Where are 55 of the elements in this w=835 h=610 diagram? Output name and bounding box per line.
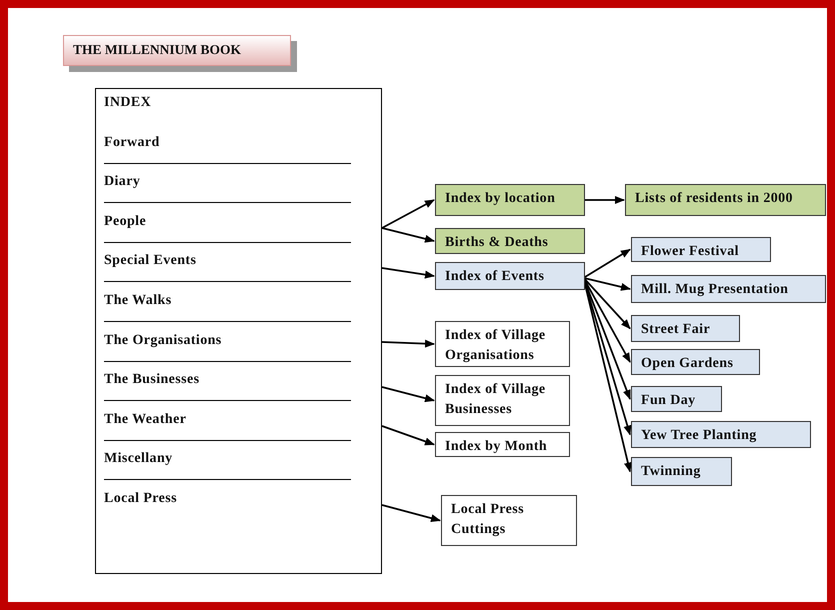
arrow	[382, 267, 435, 279]
index-entry: Special Events	[104, 252, 196, 270]
topic-label: Fun Day	[641, 392, 696, 410]
arrow	[382, 227, 435, 243]
topic-label: Street Fair	[641, 321, 710, 339]
index-entry: The Walks	[104, 292, 172, 310]
topic-box	[631, 315, 740, 342]
topic-box	[631, 386, 722, 412]
index-entry: Forward	[104, 134, 160, 152]
topic-box	[435, 432, 570, 457]
topic-label: Index of Events	[445, 268, 544, 286]
index-entry: People	[104, 212, 146, 231]
arrow	[584, 248, 631, 278]
topic-label: Index by Month	[445, 438, 548, 456]
topic-box	[631, 349, 760, 375]
topic-label: Local Press Cuttings	[451, 501, 525, 539]
arrow	[382, 386, 435, 402]
index-entry: The Weather	[104, 410, 186, 429]
arrow	[584, 280, 631, 363]
arrow	[382, 425, 435, 446]
arrow	[585, 196, 625, 204]
arrow	[584, 277, 631, 291]
topic-label: Index by location	[445, 190, 556, 208]
topic-label: Yew Tree Planting	[641, 427, 757, 445]
topic-box	[435, 375, 570, 426]
topic-box	[435, 184, 585, 216]
topic-label: Index of Village Organisations	[445, 327, 547, 365]
topic-box	[631, 237, 771, 262]
index-entry: INDEX	[104, 94, 152, 112]
arrow	[382, 199, 435, 229]
topic-box	[631, 457, 732, 486]
topic-box	[435, 228, 585, 254]
arrow	[584, 278, 631, 330]
topic-box	[631, 421, 811, 448]
topic-label: Twinning	[641, 463, 701, 481]
arrow	[584, 281, 631, 400]
topic-label: Births & Deaths	[445, 234, 548, 252]
topic-label: Open Gardens	[641, 355, 734, 373]
topic-box	[631, 275, 826, 303]
topic-box	[625, 184, 826, 216]
topic-box	[441, 495, 577, 546]
index-panel	[95, 88, 382, 574]
index-entry: The Organisations	[104, 332, 222, 350]
arrow	[382, 340, 435, 348]
topic-label: Flower Festival	[641, 243, 739, 261]
index-entry: Diary	[104, 173, 140, 192]
index-entry: The Businesses	[104, 371, 200, 390]
arrow	[382, 504, 441, 522]
topic-box	[435, 262, 585, 290]
index-entry: Miscellany	[104, 450, 173, 468]
topic-label: Lists of residents in 2000	[635, 190, 793, 208]
topic-label: Index of Village Businesses	[445, 381, 547, 419]
index-entry: Local Press	[104, 490, 177, 508]
topic-label: Mill. Mug Presentation	[641, 281, 788, 299]
topic-box	[435, 321, 570, 367]
